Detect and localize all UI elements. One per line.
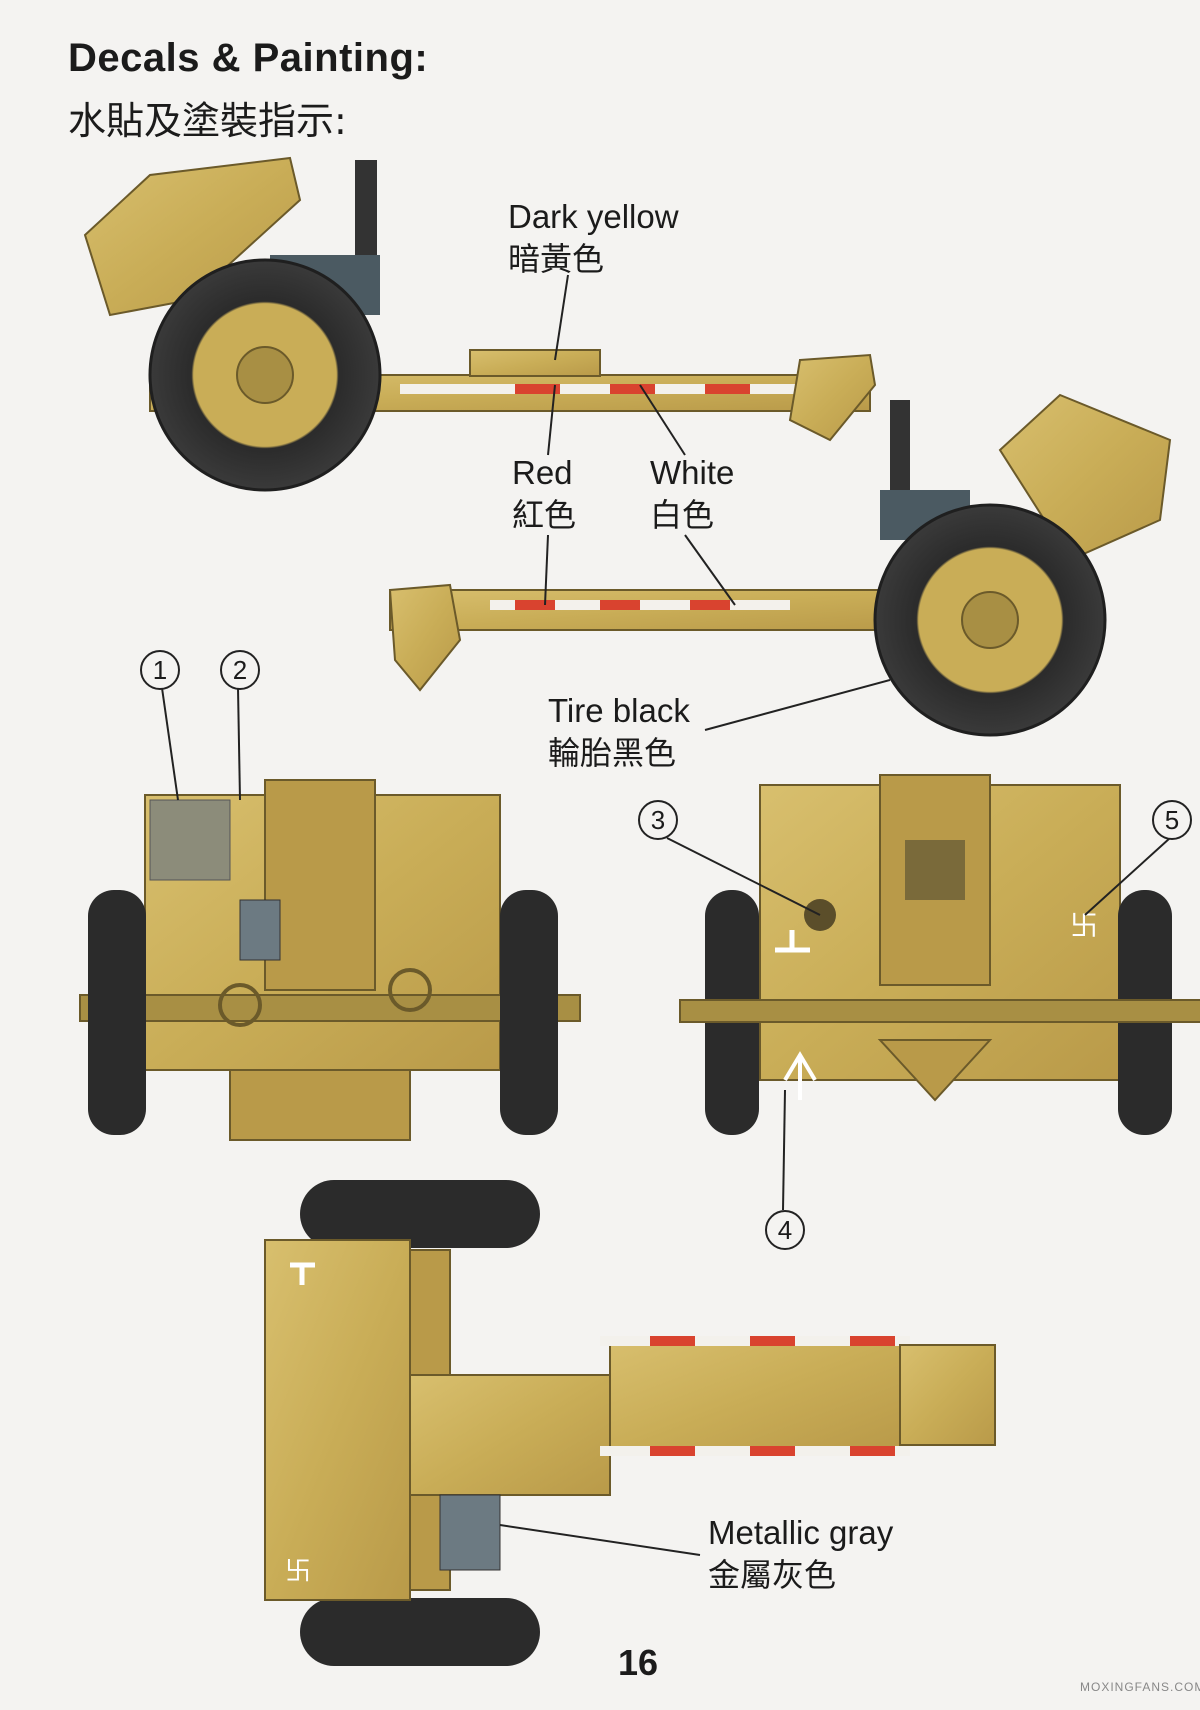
label-tire-black-zh: 輪胎黑色 bbox=[548, 734, 677, 772]
top-view: 卐 bbox=[264, 1180, 996, 1666]
front-view bbox=[79, 779, 581, 1141]
label-white: White 白色 bbox=[650, 452, 734, 536]
svg-text:卐: 卐 bbox=[1070, 910, 1098, 941]
callout-4: 4 bbox=[765, 1210, 805, 1250]
callout-2: 2 bbox=[220, 650, 260, 690]
label-white-en: White bbox=[650, 454, 735, 491]
label-white-zh: 白色 bbox=[650, 496, 715, 534]
page-title: Decals & Painting: bbox=[68, 36, 429, 80]
label-tire-black-en: Tire black bbox=[548, 692, 690, 729]
label-red: Red 紅色 bbox=[512, 452, 576, 536]
label-dark-yellow-zh: 暗黃色 bbox=[508, 240, 605, 278]
callout-5: 5 bbox=[1152, 800, 1192, 840]
rear-view: 卐 bbox=[679, 774, 1200, 1135]
label-dark-yellow: Dark yellow 暗黃色 bbox=[508, 196, 679, 280]
leader-lines bbox=[161, 274, 1171, 1556]
label-metallic-gray-en: Metallic gray bbox=[708, 1514, 894, 1551]
watermark: MOXINGFANS.COM bbox=[1080, 1680, 1200, 1694]
page-number: 16 bbox=[618, 1642, 659, 1683]
label-tire-black: Tire black 輪胎黑色 bbox=[548, 690, 690, 774]
svg-text:卐: 卐 bbox=[285, 1556, 311, 1586]
side-view-left bbox=[83, 156, 877, 492]
label-metallic-gray-zh: 金屬灰色 bbox=[708, 1556, 837, 1594]
callout-1: 1 bbox=[140, 650, 180, 690]
label-red-zh: 紅色 bbox=[512, 496, 577, 534]
side-view-right bbox=[388, 393, 1172, 737]
page-title-chinese: 水貼及塗裝指示: bbox=[68, 99, 347, 143]
label-metallic-gray: Metallic gray 金屬灰色 bbox=[708, 1512, 893, 1596]
label-red-en: Red bbox=[512, 454, 573, 491]
callout-3: 3 bbox=[638, 800, 678, 840]
label-dark-yellow-en: Dark yellow bbox=[508, 198, 679, 235]
